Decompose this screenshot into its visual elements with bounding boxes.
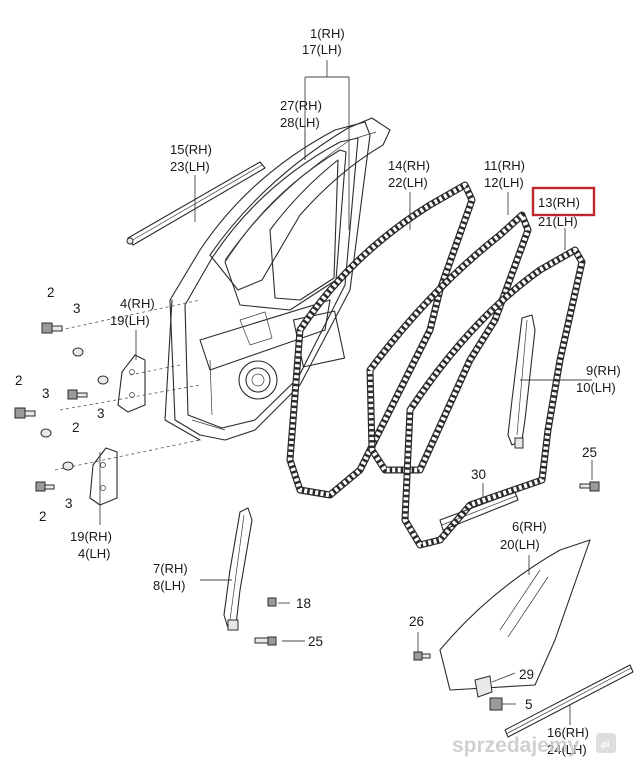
outer-weatherstrip xyxy=(504,664,634,738)
seal-strip-30 xyxy=(439,491,519,531)
door-glass xyxy=(439,539,591,691)
callout-9: 9(RH) xyxy=(586,363,621,378)
callout-4b: 4(LH) xyxy=(78,546,111,561)
number-3b: 3 xyxy=(42,386,50,401)
upper-hinge xyxy=(117,354,146,413)
belt-moulding xyxy=(126,161,266,246)
callout-14: 14(RH) xyxy=(388,158,430,173)
number-30: 30 xyxy=(471,467,486,482)
hinge-hardware xyxy=(14,322,600,661)
callout-6: 6(RH) xyxy=(512,519,547,534)
callout-11: 11(RH) xyxy=(484,158,525,173)
watermark: sprzedajemy .pl xyxy=(452,733,616,757)
callout-13: 13(RH) xyxy=(538,195,580,210)
glass-hardware xyxy=(474,675,503,711)
callout-19: 19(LH) xyxy=(110,313,150,328)
callout-8: 8(LH) xyxy=(153,578,186,593)
callout-20: 20(LH) xyxy=(500,537,540,552)
number-25b: 25 xyxy=(308,634,323,649)
number-25a: 25 xyxy=(582,445,597,460)
door-weatherstrip-13 xyxy=(401,246,586,549)
number-3a: 3 xyxy=(73,301,81,316)
number-labels: 2 3 2 3 3 2 3 2 25 30 18 25 26 29 5 xyxy=(15,285,597,712)
number-2d: 2 xyxy=(39,509,47,524)
callout-labels: 1(RH) 17(LH) 27(RH) 28(LH) 15(RH) 23(LH)… xyxy=(70,26,621,757)
callout-15: 15(RH) xyxy=(170,142,212,157)
number-5: 5 xyxy=(525,697,533,712)
callout-24: 24(LH) xyxy=(547,742,587,757)
watermark-badge-icon xyxy=(596,733,616,753)
number-29: 29 xyxy=(519,667,534,682)
callout-22: 22(LH) xyxy=(388,175,428,190)
callout-12: 12(LH) xyxy=(484,175,524,190)
front-glass-channel xyxy=(223,507,277,646)
leader-lines xyxy=(99,60,593,725)
number-26: 26 xyxy=(409,614,424,629)
door-sash xyxy=(209,117,391,291)
callout-1: 1(RH) xyxy=(310,26,345,41)
callout-16: 16(RH) xyxy=(547,725,589,740)
watermark-badge: .pl xyxy=(599,739,610,749)
number-3d: 3 xyxy=(65,496,73,511)
number-3c: 3 xyxy=(97,406,105,421)
callout-17: 17(LH) xyxy=(302,42,342,57)
door-weatherstrip-11 xyxy=(366,211,532,474)
number-2a: 2 xyxy=(47,285,55,300)
callout-28: 28(LH) xyxy=(280,115,320,130)
callout-4: 4(RH) xyxy=(120,296,155,311)
watermark-text: sprzedajemy xyxy=(452,734,580,757)
number-2c: 2 xyxy=(72,420,80,435)
callout-19b: 19(RH) xyxy=(70,529,112,544)
callout-23: 23(LH) xyxy=(170,159,210,174)
highlight-box xyxy=(531,186,596,217)
number-2b: 2 xyxy=(15,373,23,388)
rear-glass-channel xyxy=(507,314,536,449)
callout-21: 21(LH) xyxy=(538,214,578,229)
callout-7: 7(RH) xyxy=(153,561,188,576)
assembly-dash-lines xyxy=(54,299,201,471)
number-18: 18 xyxy=(296,596,311,611)
callout-27: 27(RH) xyxy=(280,98,322,113)
lower-hinge xyxy=(89,447,118,506)
callout-10: 10(LH) xyxy=(576,380,616,395)
